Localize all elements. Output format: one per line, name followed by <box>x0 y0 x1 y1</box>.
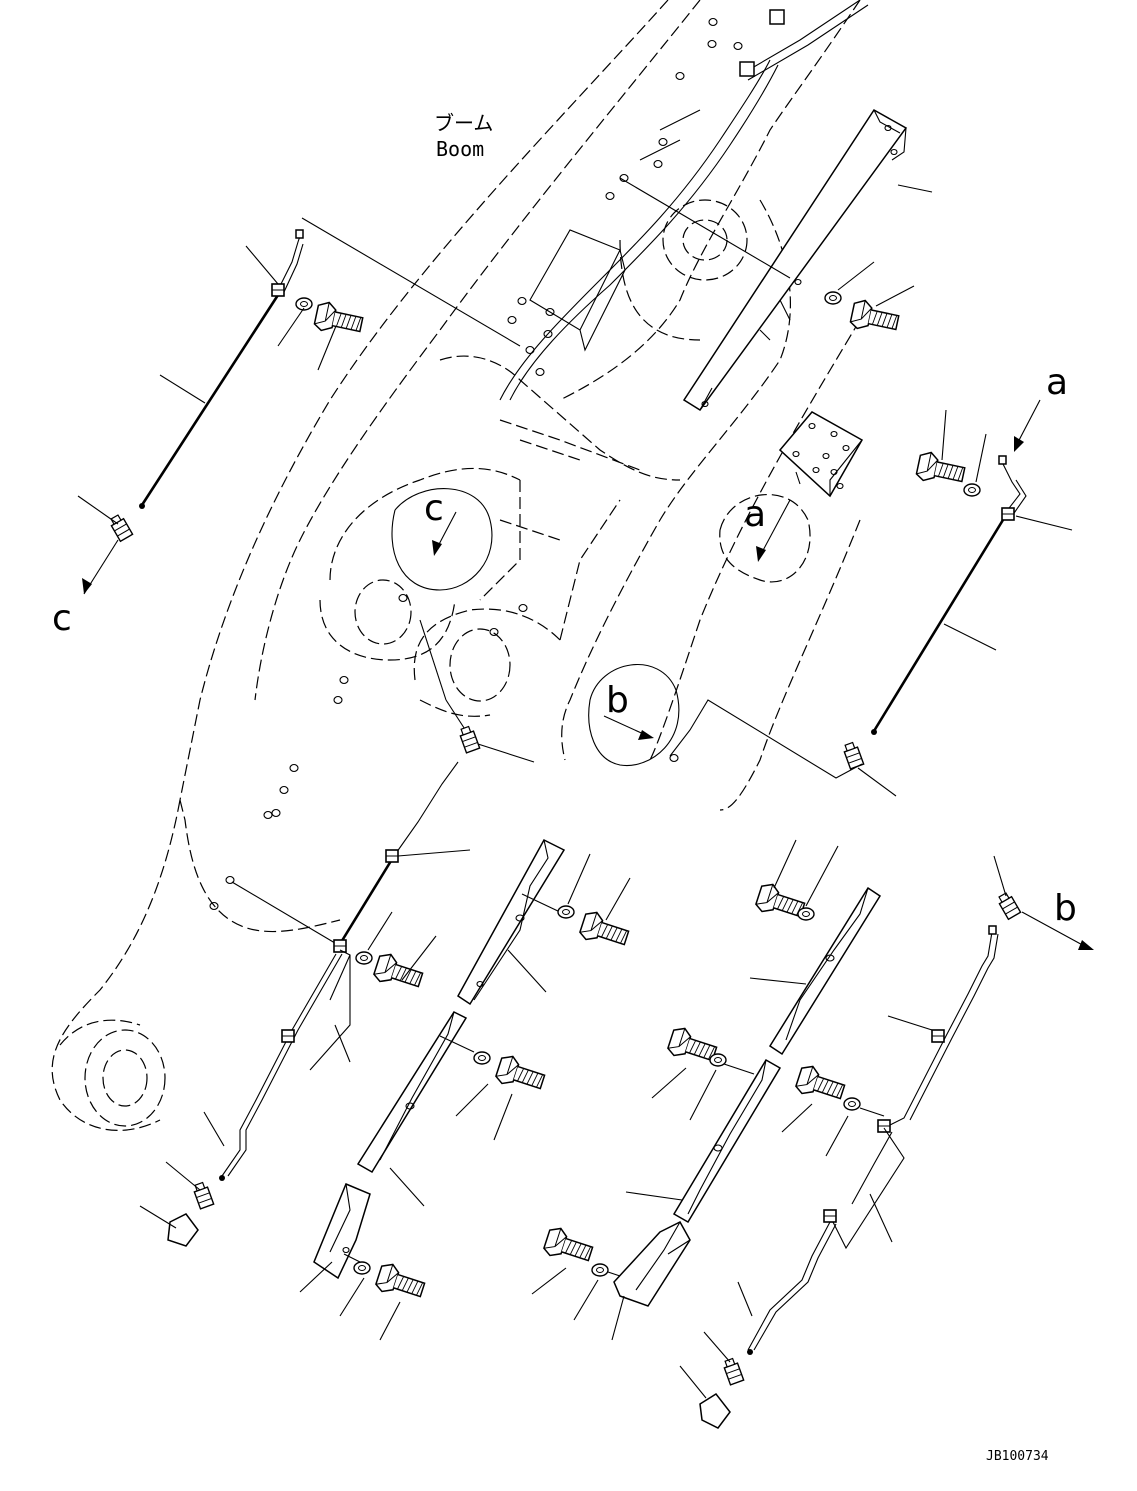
reference-a-view: a <box>744 494 766 535</box>
reference-a-callout: a <box>1046 362 1068 403</box>
boom-outline <box>51 0 861 1131</box>
drawing-code: JB100734 <box>986 1449 1049 1464</box>
upper-left-grease-line <box>77 217 521 595</box>
boom-upper-piping <box>499 0 869 401</box>
labels: ブーム Boom a a b b c c JB100734 <box>52 111 1077 1464</box>
middle-cover-plates <box>299 839 632 1341</box>
reference-b-view: b <box>606 680 629 721</box>
upper-cover-plate <box>619 109 933 412</box>
upper-right-grease-line <box>669 399 1073 797</box>
center-left-grease-line <box>139 619 535 1247</box>
connector-plate-detail <box>391 411 864 767</box>
reference-c-view: c <box>424 488 444 529</box>
boom-bolt-holes <box>209 593 528 911</box>
reference-c-callout: c <box>52 598 72 639</box>
right-middle-cover-plates <box>531 839 885 1341</box>
boom-label-jp: ブーム <box>434 111 493 135</box>
boom-label-en: Boom <box>436 137 484 161</box>
lower-right-grease-line <box>679 855 1094 1429</box>
reference-b-callout: b <box>1054 888 1077 929</box>
